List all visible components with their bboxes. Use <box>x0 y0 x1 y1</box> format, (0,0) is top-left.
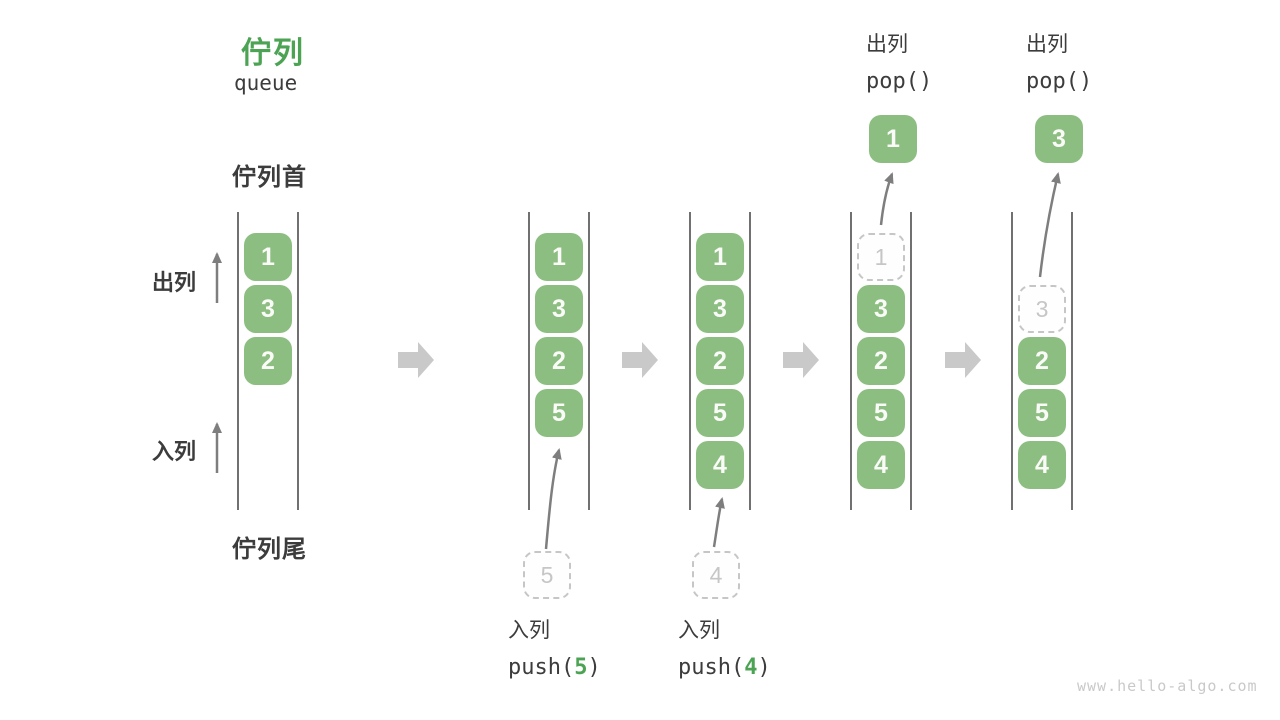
state-transition-arrows <box>398 342 981 378</box>
queue-cell: 2 <box>1018 337 1066 385</box>
push-label-code: push(5) <box>508 655 601 680</box>
push-code-suffix: ) <box>757 655 771 680</box>
push-label-zh: 入列 <box>508 619 550 642</box>
enqueue-direction-label: 入列 <box>152 439 197 464</box>
diagram-title-zh: 佇列 <box>241 37 305 70</box>
push-arrow-5 <box>544 448 562 550</box>
pop-arrow-1 <box>879 172 894 226</box>
pop-operation-label-2: 出列 pop() <box>1026 28 1092 94</box>
push-operation-label-1: 入列 push(5) <box>508 614 601 680</box>
push-staging-box: 5 <box>523 551 571 599</box>
state-transition-arrow <box>398 342 434 378</box>
queue-cell: 5 <box>535 389 583 437</box>
push-code-suffix: ) <box>587 655 601 680</box>
push-staging-box: 4 <box>692 551 740 599</box>
state-transition-arrow <box>945 342 981 378</box>
queue-cell: 3 <box>696 285 744 333</box>
queue-cell: 2 <box>535 337 583 385</box>
queue-cell: 1 <box>535 233 583 281</box>
queue-cell: 4 <box>1018 441 1066 489</box>
watermark: www.hello-algo.com <box>1077 677 1258 695</box>
state-transition-arrow <box>622 342 658 378</box>
push-code-arg: 5 <box>574 655 588 680</box>
pop-label-zh: 出列 <box>866 33 908 56</box>
queue-cell: 4 <box>696 441 744 489</box>
queue-cell: 3 <box>244 285 292 333</box>
queue-front-label: 佇列首 <box>232 164 307 191</box>
queue-cell: 2 <box>857 337 905 385</box>
pop-operation-label-1: 出列 pop() <box>866 28 932 94</box>
push-label-zh: 入列 <box>678 619 720 642</box>
pop-arrow-3 <box>1038 172 1061 278</box>
diagram-title-en: queue <box>234 71 298 95</box>
push-code-prefix: push( <box>678 655 745 680</box>
push-code-arg: 4 <box>744 655 758 680</box>
push-operation-label-2: 入列 push(4) <box>678 614 771 680</box>
queue-cell: 4 <box>857 441 905 489</box>
dequeue-direction-label: 出列 <box>152 270 197 295</box>
queue-cell-ghost: 3 <box>1018 285 1066 333</box>
popped-element-box: 3 <box>1035 115 1083 163</box>
push-label-code: push(4) <box>678 655 771 680</box>
pop-label-code: pop() <box>866 69 933 94</box>
queue-cell: 5 <box>696 389 744 437</box>
queue-cell: 3 <box>535 285 583 333</box>
queue-cell: 2 <box>244 337 292 385</box>
push-code-prefix: push( <box>508 655 575 680</box>
queue-rear-label: 佇列尾 <box>232 536 307 563</box>
queue-channel-lines <box>237 212 1073 510</box>
queue-cell-ghost: 1 <box>857 233 905 281</box>
queue-cell: 2 <box>696 337 744 385</box>
queue-cell: 1 <box>244 233 292 281</box>
queue-cell: 5 <box>857 389 905 437</box>
push-arrow-4 <box>712 497 725 548</box>
pop-label-code: pop() <box>1026 69 1093 94</box>
queue-cell: 3 <box>857 285 905 333</box>
state-transition-arrow <box>783 342 819 378</box>
popped-element-box: 1 <box>869 115 917 163</box>
queue-cell: 5 <box>1018 389 1066 437</box>
queue-cell: 1 <box>696 233 744 281</box>
pop-label-zh: 出列 <box>1026 33 1068 56</box>
